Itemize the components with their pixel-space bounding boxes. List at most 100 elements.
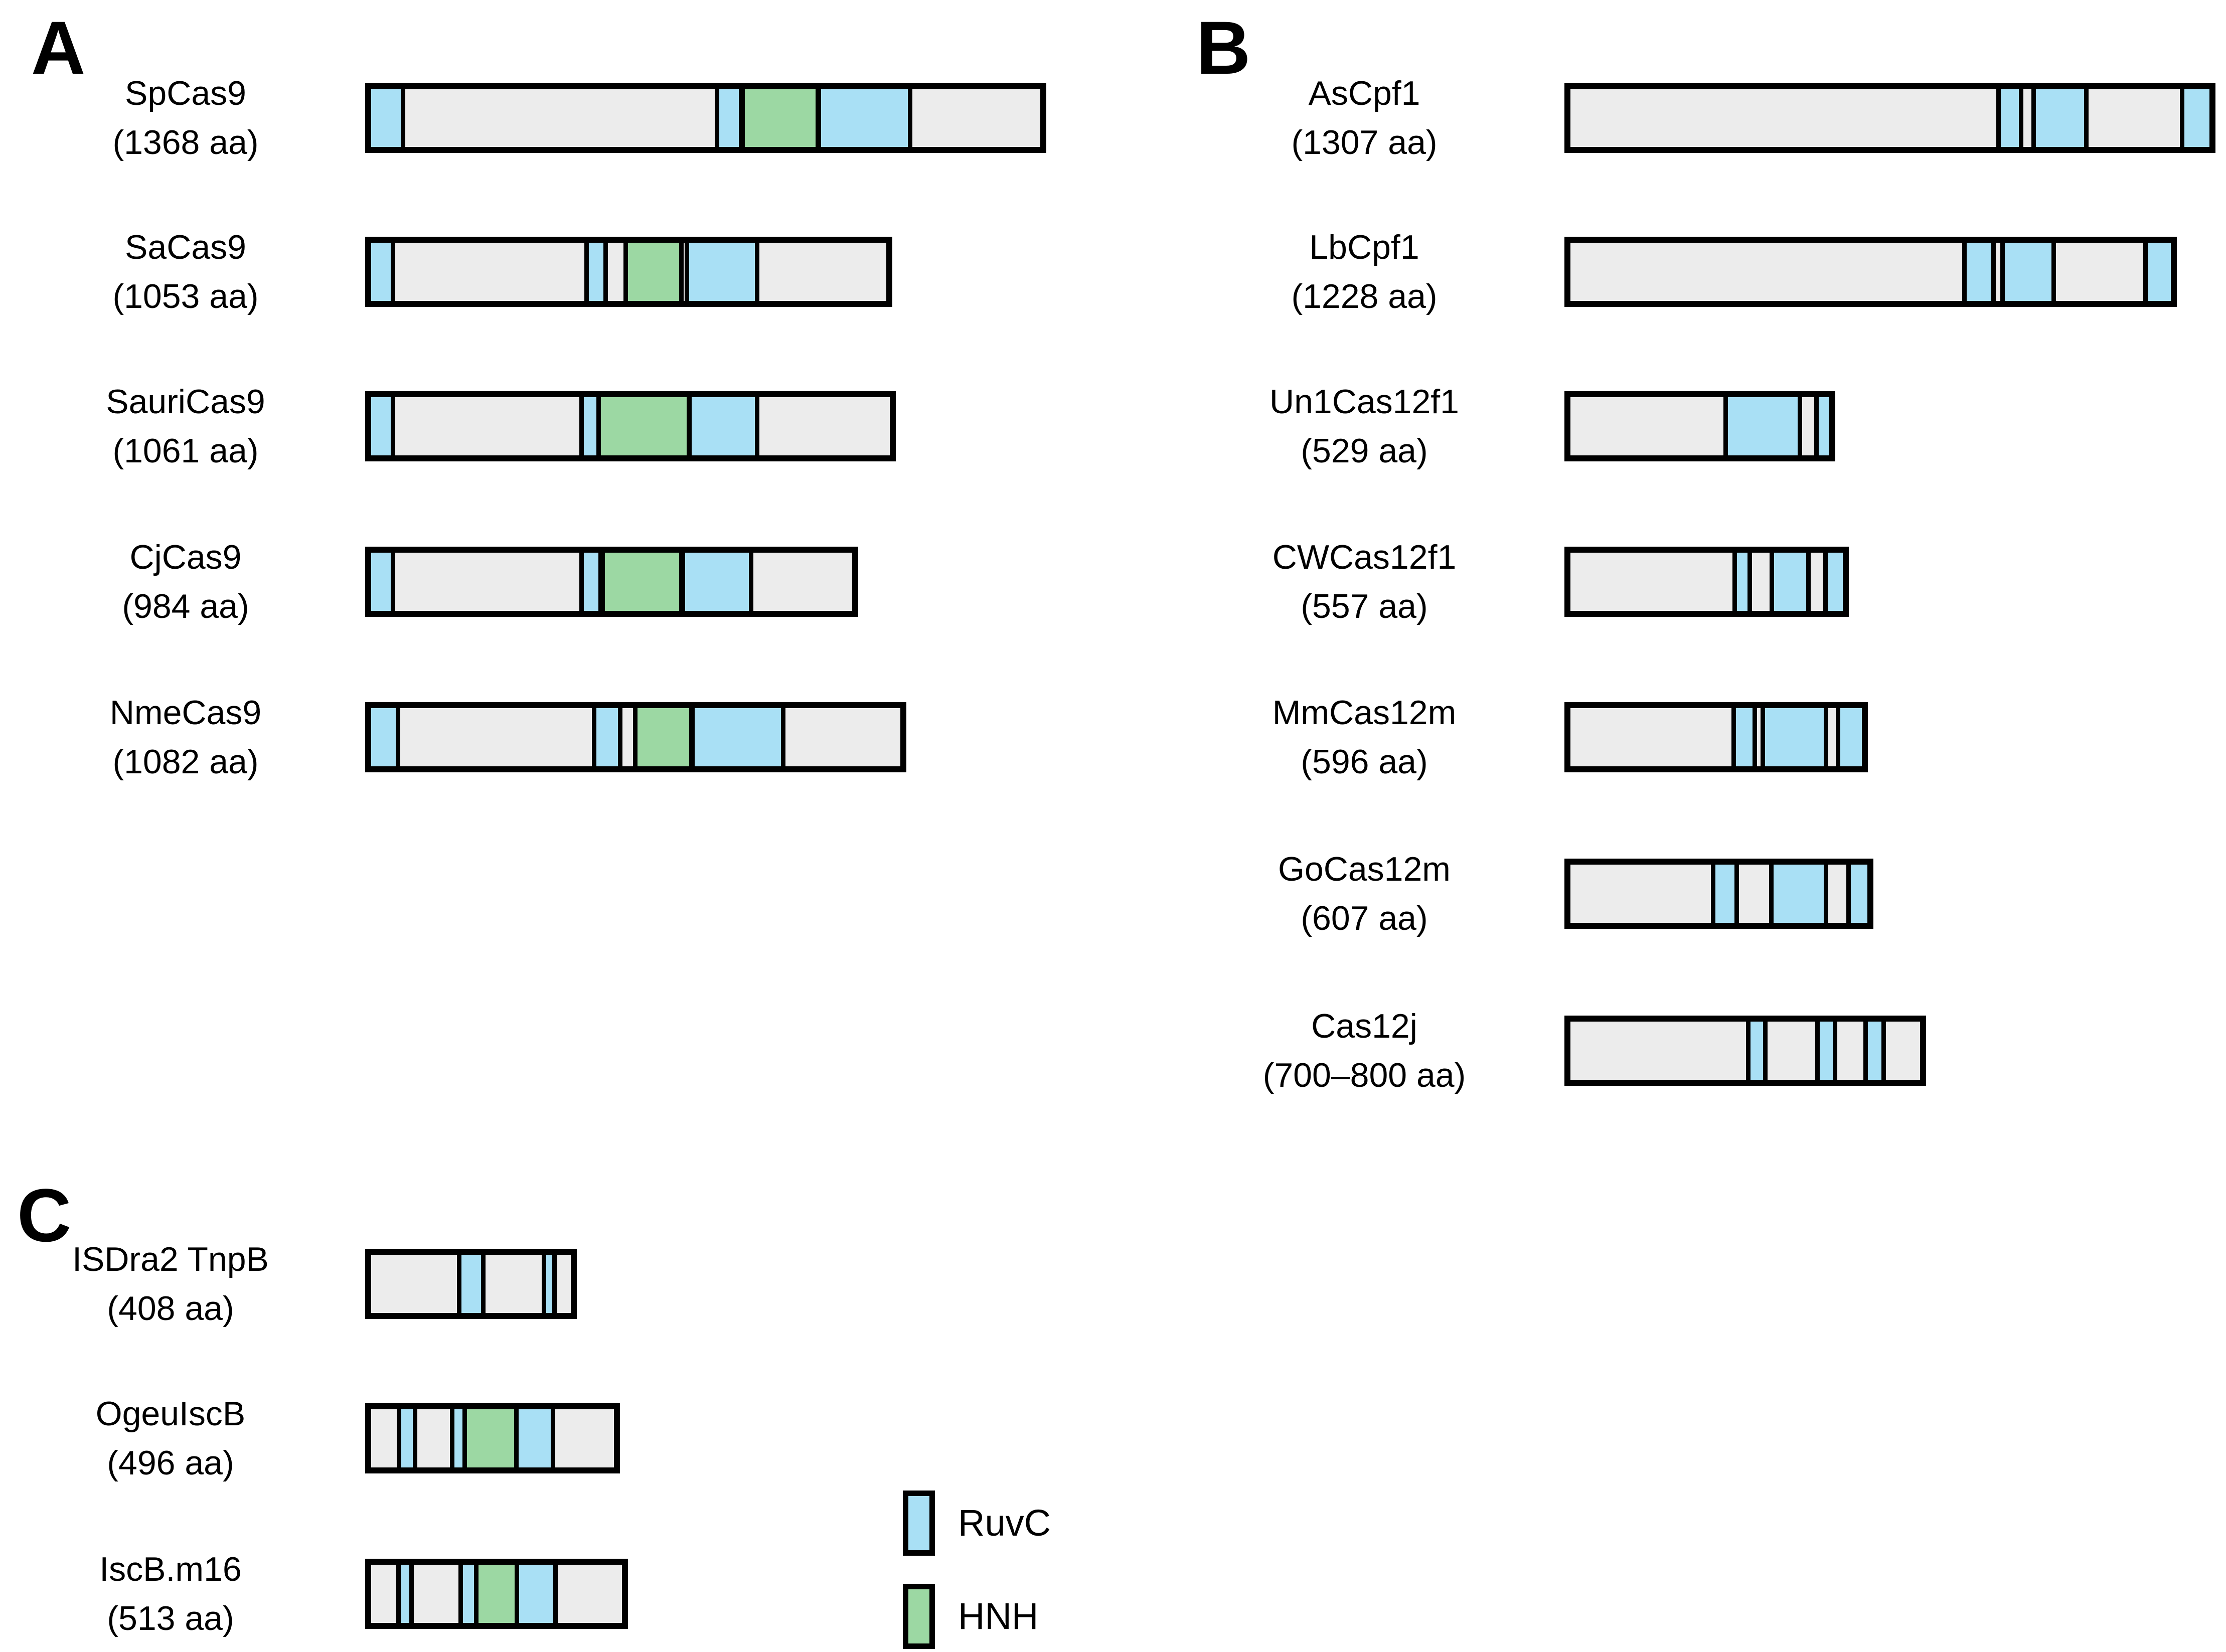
protein-label-isdra2-tnpb: ISDra2 TnpB (408 aa) xyxy=(10,1231,331,1337)
ruvc-legend-swatch xyxy=(903,1491,935,1556)
ruvc-domain-segment xyxy=(397,1409,417,1467)
ruvc-domain-segment xyxy=(1769,553,1811,611)
domain-bar-gocas12m xyxy=(1564,859,1873,929)
ruvc-domain-segment xyxy=(1723,397,1803,455)
hnh-domain-segment xyxy=(633,708,694,766)
hnh-domain-segment xyxy=(473,1565,521,1623)
protein-size: (513 aa) xyxy=(107,1599,234,1637)
ruvc-domain-segment xyxy=(457,1255,486,1313)
protein-size: (984 aa) xyxy=(122,587,249,625)
ruvc-domain-segment xyxy=(1710,865,1739,923)
hnh-legend-swatch xyxy=(903,1584,935,1649)
panel-b-letter: B xyxy=(1196,6,1251,90)
protein-name: SaCas9 xyxy=(125,228,246,266)
protein-name: NmeCas9 xyxy=(109,694,262,732)
domain-bar-mmcas12m xyxy=(1564,702,1868,772)
protein-size: (557 aa) xyxy=(1301,587,1428,625)
ruvc-domain-segment xyxy=(1823,553,1843,611)
protein-name: IscB.m16 xyxy=(99,1550,242,1588)
protein-size: (1307 aa) xyxy=(1291,123,1438,161)
protein-name: AsCpf1 xyxy=(1308,74,1420,112)
protein-size: (700–800 aa) xyxy=(1262,1056,1466,1094)
ruvc-domain-segment xyxy=(2179,89,2210,147)
hnh-domain-segment xyxy=(462,1409,520,1467)
domain-bar-sacas9 xyxy=(365,237,892,307)
ruvc-domain-segment xyxy=(396,1565,414,1623)
protein-label-un1cas12f1: Un1Cas12f1 (529 aa) xyxy=(1184,374,1545,479)
protein-label-cwcas12f1: CWCas12f1 (557 aa) xyxy=(1184,529,1545,634)
protein-label-cjcas9: CjCas9 (984 aa) xyxy=(40,529,331,634)
domain-bar-un1cas12f1 xyxy=(1564,391,1835,461)
protein-label-mmcas12m: MmCas12m(596 aa) xyxy=(1184,685,1545,790)
protein-name: CjCas9 xyxy=(129,538,242,576)
protein-size: (408 aa) xyxy=(107,1289,234,1328)
hnh-legend-label: HNH xyxy=(958,1595,1039,1637)
domain-bar-isdra2-tnpb xyxy=(365,1249,577,1319)
protein-size: (529 aa) xyxy=(1301,432,1428,470)
domain-bar-spcas9 xyxy=(365,83,1046,153)
ruvc-domain-segment xyxy=(1962,243,1996,301)
protein-size: (596 aa) xyxy=(1301,743,1428,781)
domain-bar-cas12j xyxy=(1564,1016,1927,1086)
domain-bar-cwcas12f1 xyxy=(1564,547,1849,617)
ruvc-domain-segment xyxy=(1863,1022,1886,1080)
ruvc-domain-segment xyxy=(371,89,405,147)
ruvc-domain-segment xyxy=(817,89,912,147)
hnh-domain-segment xyxy=(600,553,684,611)
ruvc-domain-segment xyxy=(371,243,395,301)
protein-size: (1053 aa) xyxy=(112,277,259,315)
domain-bar-iscb-m16 xyxy=(365,1559,628,1629)
protein-label-ogeuiscb: OgeuIscB(496 aa) xyxy=(10,1386,331,1491)
protein-name: ISDra2 TnpB xyxy=(72,1240,269,1278)
protein-label-sauricas9: SauriCas9(1061 aa) xyxy=(40,374,331,479)
ruvc-domain-segment xyxy=(2143,243,2171,301)
protein-label-sacas9: SaCas9 (1053 aa) xyxy=(40,219,331,324)
ruvc-domain-segment xyxy=(715,89,744,147)
protein-name: LbCpf1 xyxy=(1309,228,1419,266)
ruvc-domain-segment xyxy=(579,553,603,611)
panel-a-letter: A xyxy=(31,6,86,90)
protein-name: GoCas12m xyxy=(1278,850,1451,888)
ruvc-domain-segment xyxy=(515,1565,558,1623)
protein-label-nmecas9: NmeCas9 (1082 aa) xyxy=(40,685,331,790)
legend-item-ruvc: RuvC xyxy=(903,1491,1051,1556)
protein-label-lbcpf1: LbCpf1(1228 aa) xyxy=(1184,219,1545,324)
domain-bar-nmecas9 xyxy=(365,702,906,772)
ruvc-domain-segment xyxy=(684,243,760,301)
hnh-domain-segment xyxy=(740,89,821,147)
protein-name: Cas12j xyxy=(1311,1007,1417,1045)
ruvc-domain-segment xyxy=(1815,1022,1837,1080)
protein-label-cas12j: Cas12j (700–800 aa) xyxy=(1184,998,1545,1103)
protein-size: (1061 aa) xyxy=(112,432,259,470)
domain-bar-ogeuiscb xyxy=(365,1403,620,1473)
ruvc-domain-segment xyxy=(1996,89,2024,147)
ruvc-domain-segment xyxy=(680,553,753,611)
domain-bar-lbcpf1 xyxy=(1564,237,2177,307)
ruvc-domain-segment xyxy=(1745,1022,1768,1080)
protein-name: CWCas12f1 xyxy=(1272,538,1457,576)
protein-label-gocas12m: GoCas12m (607 aa) xyxy=(1184,841,1545,946)
protein-size: (1368 aa) xyxy=(112,123,259,161)
legend-item-hnh: HNH xyxy=(903,1584,1038,1649)
protein-size: (607 aa) xyxy=(1301,899,1428,937)
ruvc-domain-segment xyxy=(591,708,623,766)
protein-name: SpCas9 xyxy=(125,74,246,112)
domain-bar-cjcas9 xyxy=(365,547,859,617)
ruvc-domain-segment xyxy=(1732,553,1752,611)
hnh-domain-segment xyxy=(623,243,684,301)
protein-size: (1082 aa) xyxy=(112,743,259,781)
ruvc-domain-segment xyxy=(2031,89,2089,147)
protein-label-ascpf1: AsCpf1 (1307 aa) xyxy=(1184,65,1545,171)
ruvc-domain-segment xyxy=(371,553,395,611)
ruvc-domain-segment xyxy=(690,708,786,766)
ruvc-domain-segment xyxy=(687,397,760,455)
protein-name: Un1Cas12f1 xyxy=(1269,383,1460,421)
ruvc-legend-label: RuvC xyxy=(958,1502,1051,1544)
ruvc-domain-segment xyxy=(1761,708,1829,766)
ruvc-domain-segment xyxy=(1846,865,1867,923)
protein-label-spcas9: SpCas9 (1368 aa) xyxy=(40,65,331,171)
ruvc-domain-segment xyxy=(514,1409,555,1467)
protein-size: (496 aa) xyxy=(107,1444,234,1482)
domain-bar-ascpf1 xyxy=(1564,83,2216,153)
